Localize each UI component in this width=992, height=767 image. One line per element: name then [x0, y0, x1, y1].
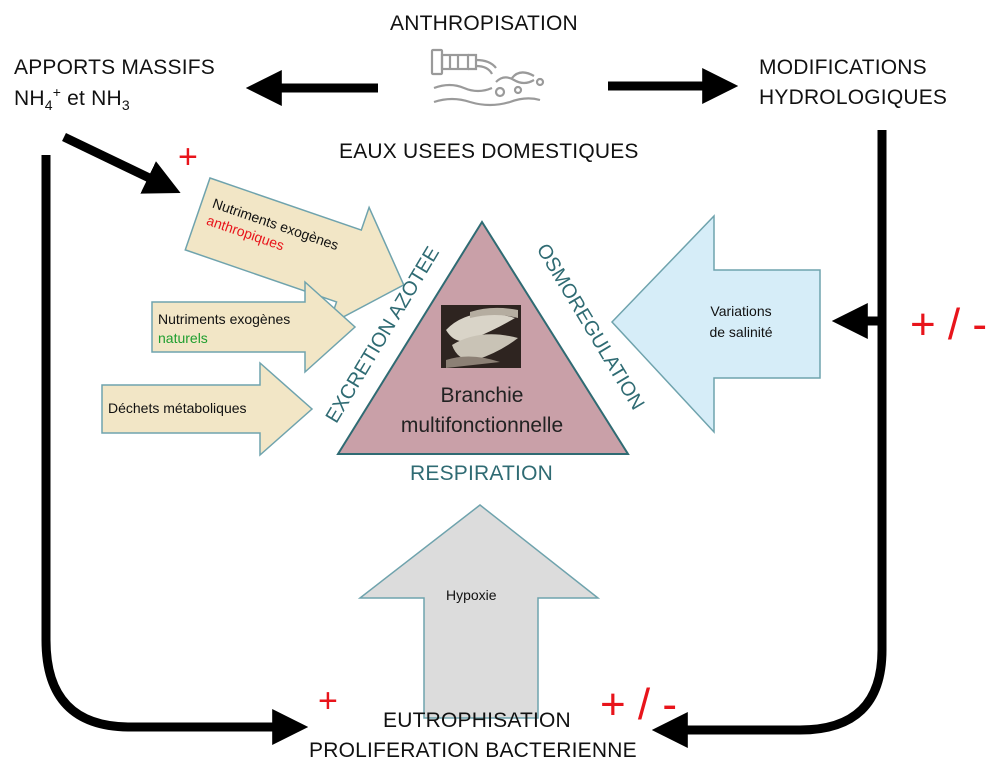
arrow-dechets [101, 361, 314, 457]
label-hypoxie: Hypoxie [446, 587, 497, 603]
anthropisation-title: ANTHROPISATION [390, 12, 578, 35]
hydrologiques-label: HYDROLOGIQUES [759, 86, 948, 109]
label-nutriments-naturels: Nutriments exogènes naturels [158, 310, 290, 348]
arrow-hypoxie [357, 504, 601, 719]
label-salinite: Variations de salinité [696, 301, 786, 343]
apports-massifs-label: APPORTS MASSIFS [14, 56, 215, 79]
wastewater-pipe-icon [430, 48, 545, 107]
plus-sign-top: + [178, 138, 198, 176]
plus-minus-bottom: + / - [600, 680, 678, 729]
nh4-superscript: + [52, 84, 62, 100]
nh4-subscript: 4 [44, 97, 53, 114]
triangle-center-line2: multifonctionnelle [401, 414, 563, 437]
triangle-center-line1: Branchie [441, 384, 524, 407]
eutrophisation-label: EUTROPHISATION [383, 709, 571, 732]
naturels-line1: Nutriments exogènes [158, 311, 291, 327]
nh-text: NH [14, 87, 45, 110]
nh3-subscript: 3 [121, 97, 130, 114]
naturels-line2: naturels [158, 330, 208, 346]
salinite-line2: de salinité [709, 324, 773, 340]
eaux-usees-label: EAUX USEES DOMESTIQUES [339, 140, 639, 163]
right-loop-line [651, 130, 887, 748]
ammonium-formula: NH4+ et NH3 [14, 84, 130, 113]
plus-minus-right: + / - [910, 300, 988, 349]
left-loop-line [41, 155, 309, 745]
modifications-label: MODIFICATIONS [759, 56, 927, 79]
side-label-respiration: RESPIRATION [410, 462, 553, 485]
gill-photo [441, 305, 521, 368]
et-nh-text: et NH [61, 87, 122, 110]
arrow-apports-to-nutriments [62, 132, 181, 194]
salinite-line1: Variations [710, 303, 772, 319]
arrow-nutriments-anthropiques [184, 177, 405, 327]
arrow-variations-salinite [610, 214, 821, 434]
label-dechets: Déchets métaboliques [108, 400, 247, 416]
proliferation-label: PROLIFERATION BACTERIENNE [309, 739, 637, 762]
plus-sign-bottom: + [318, 682, 338, 720]
arrow-nutriments-naturels [151, 280, 357, 374]
